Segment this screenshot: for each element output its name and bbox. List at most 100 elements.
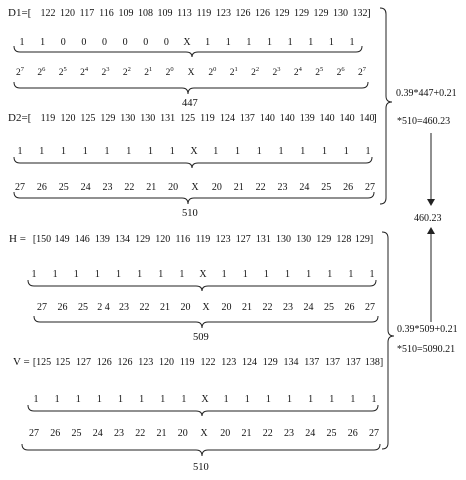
d1-weight-base: 2 [101,68,107,78]
d1-weight-12: 23 [273,66,281,79]
d1-bit-15: 1 [328,37,334,48]
v-bit-8: X [201,394,209,405]
d1-weight-15: 26 [337,66,345,79]
h-value-16: 129] [354,234,374,245]
h-value-2: 146 [74,234,90,245]
d2-value-11: 140 [259,113,275,124]
v-bit-0: 1 [33,394,39,405]
d2-bit-12: 1 [278,146,284,157]
d1-value-16: 132 [352,8,368,19]
h-value-5: 129 [135,234,151,245]
v-bit-3: 1 [96,394,102,405]
d1-weight-3: 24 [80,66,89,79]
v-weight-9: 20 [220,428,231,439]
v-weight-16: 27 [369,428,379,439]
d1-weight-13: 24 [294,66,302,79]
h-bit-12: 1 [285,269,290,280]
d1-bit-7: 0 [163,37,169,48]
d1-bit-12: 1 [267,37,272,48]
d2-value-16: 140 [359,113,375,124]
v-value-5: 123 [138,357,154,368]
d1-weight-exponent: 6 [42,66,46,73]
d1-weight-base: 2 [144,68,149,78]
center-value: 460.23 [414,213,442,224]
d2-bit-7: 1 [169,146,175,157]
v-bit-9: 1 [223,394,229,405]
d1-bit-1: 1 [40,37,46,48]
d1-value-3: 116 [99,8,114,19]
d2-value-0: 119 [40,113,56,124]
h-bit-7: 1 [179,269,185,280]
d1-value-7: 113 [177,8,192,19]
d2-weight-16: 27 [365,182,375,193]
h-weight-4: 23 [119,302,129,313]
h-value-8: 119 [195,234,211,245]
d1-value-8: 119 [196,8,212,19]
v-bit-6: 1 [160,394,166,405]
h-bit-2: 1 [73,269,79,280]
v-value-8: 122 [200,357,216,368]
d2-weight-8: X [191,182,199,193]
h-weight-15: 26 [344,302,355,313]
d1-bit-10: 1 [225,37,231,48]
d2-value-6: 131 [160,113,176,124]
h-weight-11: 22 [262,302,273,313]
d1-weight-2: 25 [59,66,67,79]
d2-label: D2=[ [8,112,32,124]
d1-weight-base: 2 [80,68,85,78]
v-weight-6: 21 [156,428,167,439]
h-weight-0: 27 [37,302,47,313]
h-weight-10: 21 [242,302,252,313]
d1-weight-0: 27 [16,66,24,79]
d2-weight-1: 26 [36,182,47,193]
d2-sum: 510 [182,208,198,219]
d1-weight-exponent: 4 [298,66,302,73]
d1-weight-7: 20 [166,66,174,79]
v-value-12: 134 [283,357,299,368]
d2-value-10: 137 [239,113,255,124]
h-weight-12: 23 [283,302,293,313]
v-sum: 510 [193,462,209,473]
h-weight-2: 25 [78,302,88,313]
h-weight-13: 24 [303,302,314,313]
h-weight-16: 27 [365,302,375,313]
v-weight-2: 25 [71,428,82,439]
d2-bit-8: X [190,146,198,157]
v-weight-13: 24 [305,428,316,439]
d1-value-2: 117 [79,8,95,19]
v-label: V = [13,356,30,368]
d2-weight-12: 23 [277,182,288,193]
v-weight-7: 20 [177,428,188,439]
v-weight-14: 25 [326,428,337,439]
h-weight-6: 21 [160,302,170,313]
d1-weight-base: 2 [251,68,256,78]
d1-close-bracket: ] [367,7,371,19]
h-bit-16: 1 [369,269,375,280]
d2-weight-4: 23 [102,182,113,193]
d2-bit-13: 1 [300,146,306,157]
d1-weight-base: 2 [315,68,320,78]
h-value-13: 130 [296,234,312,245]
d1-weight-1: 26 [37,66,46,79]
h-bit-8: X [199,269,207,280]
v-value-11: 129 [262,357,278,368]
d1-value-14: 129 [313,8,329,19]
d1-bit-6: 0 [143,37,149,48]
d1-weight-8: X [188,67,195,79]
d1-value-1: 120 [60,8,75,19]
v-weight-12: 23 [284,428,294,439]
d1-weight-exponent: 5 [63,66,67,73]
d1-weight-16: 27 [358,66,366,79]
d1-weight-14: 25 [315,66,323,79]
d1-weight-exponent: 7 [20,66,24,73]
d1-weight-exponent: 7 [362,66,366,73]
d1-weight-exponent: 4 [84,66,89,73]
d1-value-5: 108 [138,8,153,19]
d2-weight-10: 21 [233,182,244,193]
d1-weight-5: 22 [123,66,131,79]
h-bit-13: 1 [306,269,312,280]
d2-value-12: 140 [279,113,295,124]
upper-result: *510=460.23 [397,116,451,127]
d2-weight-2: 25 [58,182,69,193]
